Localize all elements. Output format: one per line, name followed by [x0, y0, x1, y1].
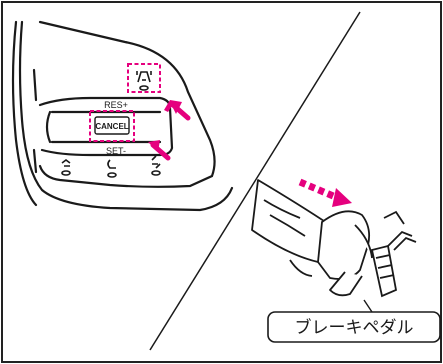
driver-leg-and-shoe: [251, 179, 373, 297]
press-direction-arrow: [298, 178, 352, 207]
cancel-button: [94, 116, 130, 135]
steering-wheel-hub: [11, 20, 234, 212]
voice-command-icon: [151, 155, 161, 176]
cancel-label: CANCEL: [95, 122, 128, 131]
set-label: SET-: [106, 146, 126, 156]
vehicle-distance-icon: [61, 159, 71, 176]
cancel-button-highlight: [89, 110, 135, 142]
phone-handset-icon: [107, 159, 117, 178]
divider-line: [149, 11, 361, 351]
arrow-to-lane-icon-shaft: [169, 101, 191, 121]
brake-pedal-callout-box: [267, 311, 441, 343]
lane-icon-highlight: [127, 63, 161, 93]
res-label: RES+: [104, 100, 128, 110]
arrow-to-cancel-shaft: [150, 142, 171, 161]
brake-pedal: [370, 210, 417, 298]
brake-pedal-label: ブレーキペダル: [295, 317, 414, 338]
callout-leader: [363, 299, 373, 313]
radar-cruise-lane-icon: [136, 71, 152, 91]
